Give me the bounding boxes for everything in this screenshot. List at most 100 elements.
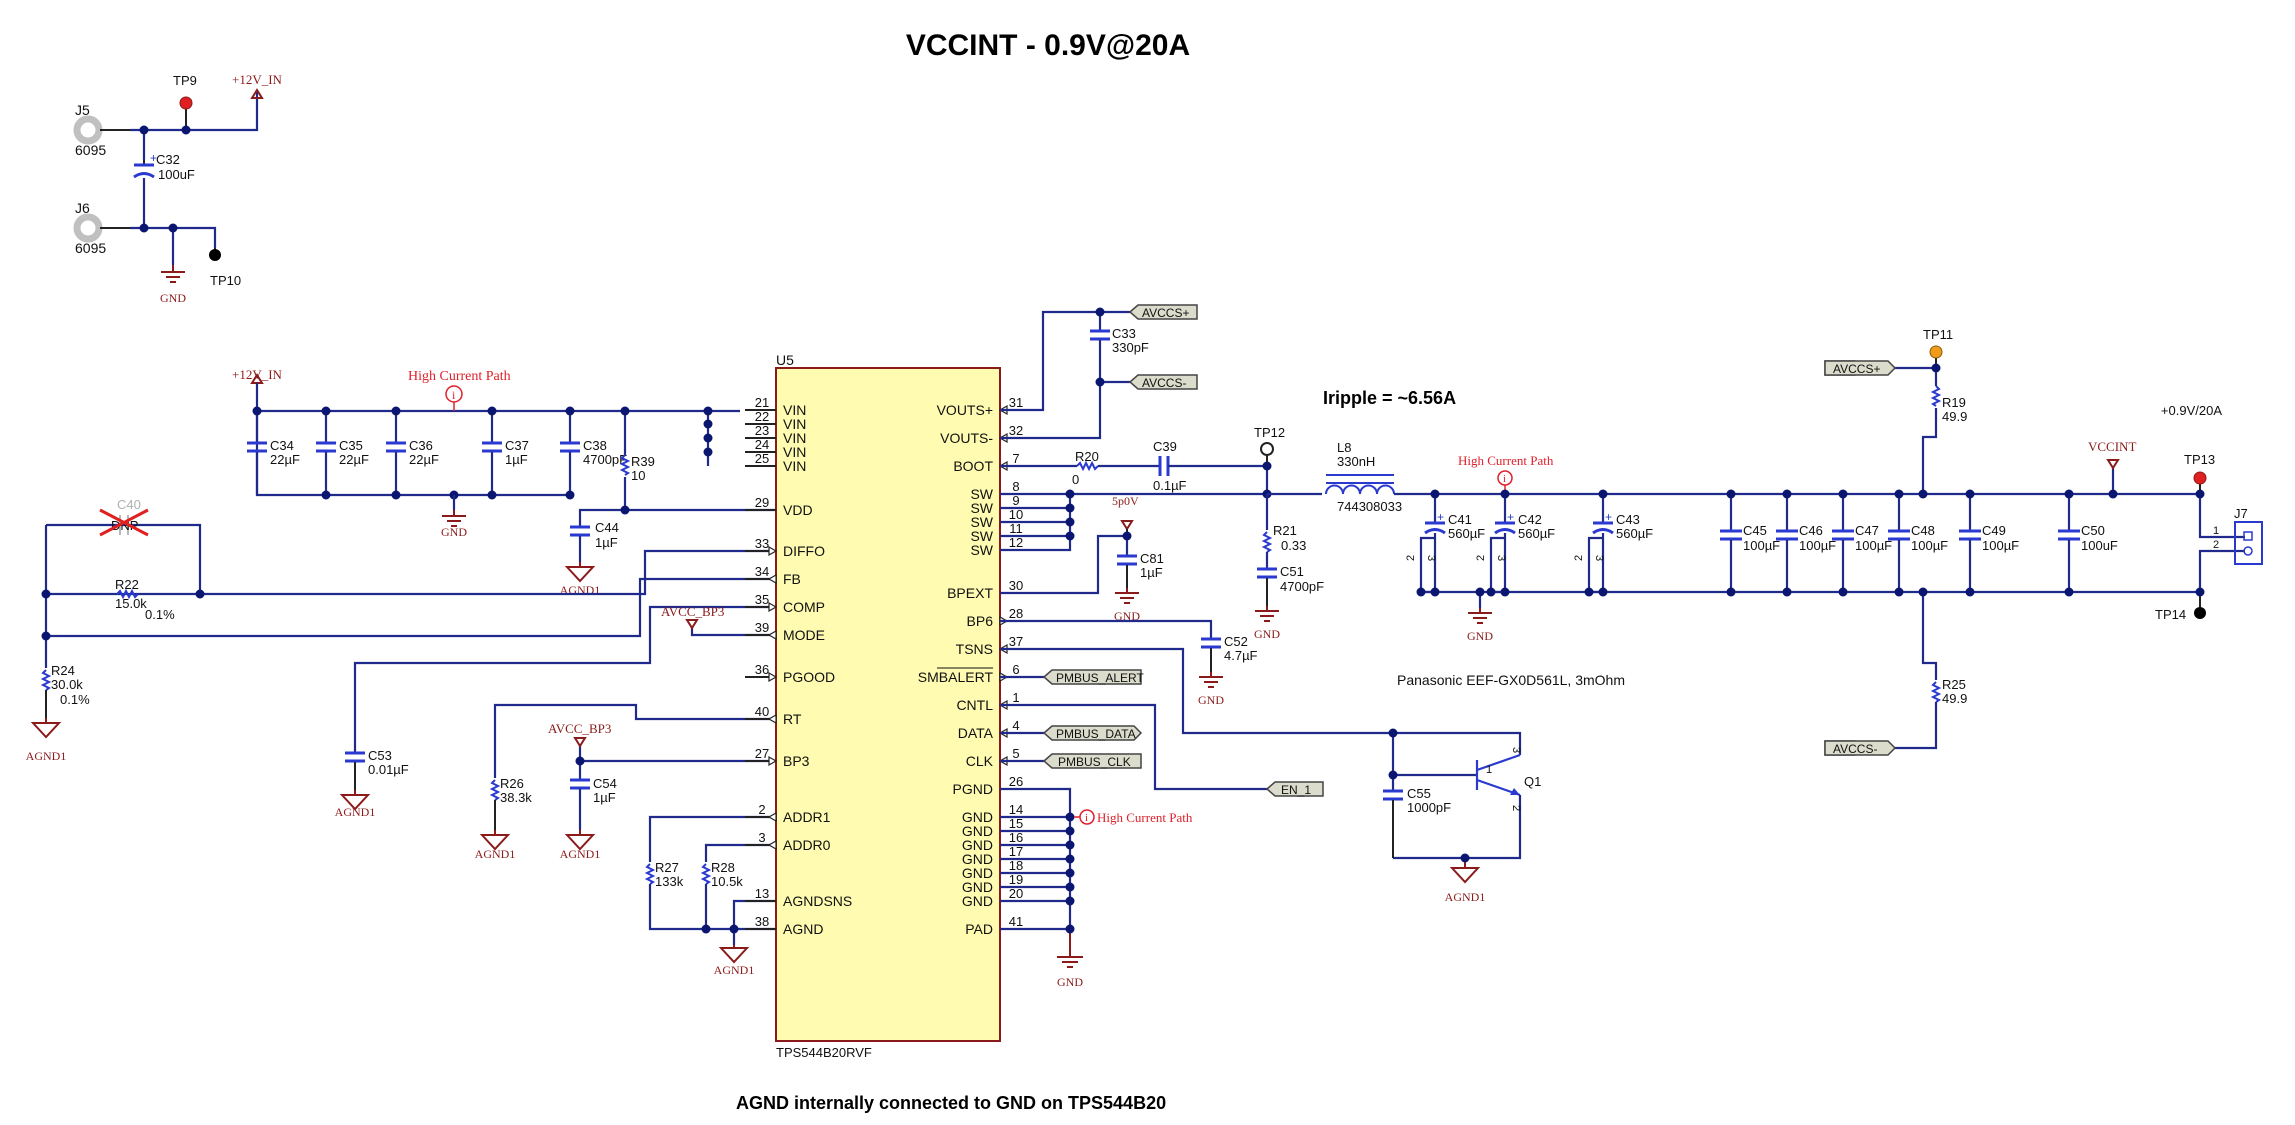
c53-value: 0.01µF: [368, 762, 409, 777]
svg-text:8: 8: [1012, 479, 1019, 494]
c36-value: 22µF: [409, 452, 439, 467]
tp10-icon: [209, 249, 221, 261]
svg-text:24: 24: [755, 437, 769, 452]
c35-symbol: [316, 441, 336, 453]
svg-text:33: 33: [755, 536, 769, 551]
pin-name: RT: [783, 711, 802, 727]
pin-name: CNTL: [956, 697, 993, 713]
output-rating-note: +0.9V/20A: [2161, 403, 2222, 418]
r28-ref: R28: [711, 860, 735, 875]
svg-text:3: 3: [1425, 555, 1437, 561]
tp14-icon: [2194, 607, 2206, 619]
pin-name: ADDR1: [783, 809, 831, 825]
agnd-flag-3: AGND1: [335, 805, 376, 819]
j6-ref: J6: [75, 200, 90, 216]
tp12-icon: [1260, 442, 1274, 456]
pin-name: VIN: [783, 458, 806, 474]
c43-ref: C43: [1616, 512, 1640, 527]
svg-text:32: 32: [1009, 423, 1023, 438]
j6-value: 6095: [75, 240, 106, 256]
c81-ref: C81: [1140, 551, 1164, 566]
svg-text:12: 12: [1009, 535, 1023, 550]
u5-pin-33: 33 DIFFO: [745, 536, 825, 559]
pin-name: BPEXT: [947, 585, 993, 601]
agnd-flag-2: AGND1: [26, 749, 67, 763]
c48-ref: C48: [1911, 523, 1935, 538]
pin-name: VOUTS-: [940, 430, 993, 446]
avcc-bp3-flag-1: AVCC_BP3: [661, 604, 724, 619]
svg-text:+: +: [1507, 510, 1514, 524]
v12-net-flag-2: +12V_IN: [232, 367, 283, 382]
c42-symbol: [1494, 521, 1516, 535]
agnd-flag-5: AGND1: [560, 847, 601, 861]
pin-name: SW: [970, 500, 993, 516]
l8-value: 330nH: [1337, 454, 1375, 469]
c40-ref: C40: [117, 497, 141, 512]
svg-text:4: 4: [1012, 718, 1019, 733]
dnp-cross-icon: [99, 508, 149, 537]
agnd-flag-7: AGND1: [1445, 890, 1486, 904]
pin-name: BOOT: [953, 458, 993, 474]
schematic-title: VCCINT - 0.9V@20A: [906, 29, 1190, 62]
u5-ref: U5: [776, 352, 794, 368]
pin-name: VIN: [783, 416, 806, 432]
svg-text:PMBUS_DATA: PMBUS_DATA: [1056, 727, 1136, 741]
c50-ref: C50: [2081, 523, 2105, 538]
c40-dnp-label: DNP: [111, 518, 138, 533]
pin-name: PAD: [965, 921, 993, 937]
tp14-label: TP14: [2155, 607, 2186, 622]
c39-value: 0.1µF: [1153, 478, 1187, 493]
pin-name: BP3: [783, 753, 810, 769]
c46-ref: C46: [1799, 523, 1823, 538]
r28-value: 10.5k: [711, 874, 743, 889]
svg-text:15: 15: [1009, 816, 1023, 831]
u5-output-side: C33 330pF AVCCS+ AVCCS- R20 0 C39 0.1µF …: [1000, 304, 1393, 989]
gnd-flag-3: GND: [1114, 609, 1140, 623]
c55-value: 1000pF: [1407, 800, 1451, 815]
q1-temp-sense: C55 1000pF Q1 1 3 2 AGND1: [1383, 728, 1541, 904]
pin-name: DIFFO: [783, 543, 825, 559]
svg-text:+: +: [150, 151, 157, 165]
c32-value: 100uF: [158, 167, 195, 182]
r24-value: 30.0k: [51, 677, 83, 692]
r25-ref: R25: [1942, 677, 1966, 692]
pin-name: VIN: [783, 430, 806, 446]
c55-ref: C55: [1407, 786, 1431, 801]
svg-text:+: +: [1437, 510, 1444, 524]
tp9-label: TP9: [173, 73, 197, 88]
u5-pin-35: 35 COMP: [745, 592, 825, 615]
pin-name: COMP: [783, 599, 825, 615]
svg-text:9: 9: [1012, 493, 1019, 508]
pin-name: GND: [962, 809, 993, 825]
c39-ref: C39: [1153, 439, 1177, 454]
pin-name: SW: [970, 514, 993, 530]
c47-value: 100µF: [1855, 538, 1892, 553]
r19-ref: R19: [1942, 395, 1966, 410]
svg-text:11: 11: [1009, 521, 1023, 536]
r19-value: 49.9: [1942, 409, 1967, 424]
c36-ref: C36: [409, 438, 433, 453]
c44-value: 1µF: [595, 535, 618, 550]
l8-ref: L8: [1337, 440, 1351, 455]
gnd-flag: GND: [160, 291, 186, 305]
gnd-flag-4: GND: [1198, 693, 1224, 707]
c50-value: 100uF: [2081, 538, 2118, 553]
svg-text:EN_1: EN_1: [1281, 783, 1311, 797]
c35-ref: C35: [339, 438, 363, 453]
c34-ref: C34: [270, 438, 294, 453]
svg-text:40: 40: [755, 704, 769, 719]
pmbus-alert-port: PMBUS_ALERT: [1042, 669, 1144, 685]
svg-text:35: 35: [755, 592, 769, 607]
j7-ref: J7: [2234, 506, 2248, 521]
r27-value: 133k: [655, 874, 684, 889]
c40-dnp-cap: C40 DNP: [99, 497, 149, 537]
tp13-icon: [2193, 471, 2207, 485]
pin-name: SW: [970, 542, 993, 558]
c51-ref: C51: [1280, 564, 1304, 579]
c37-symbol: [482, 441, 502, 453]
